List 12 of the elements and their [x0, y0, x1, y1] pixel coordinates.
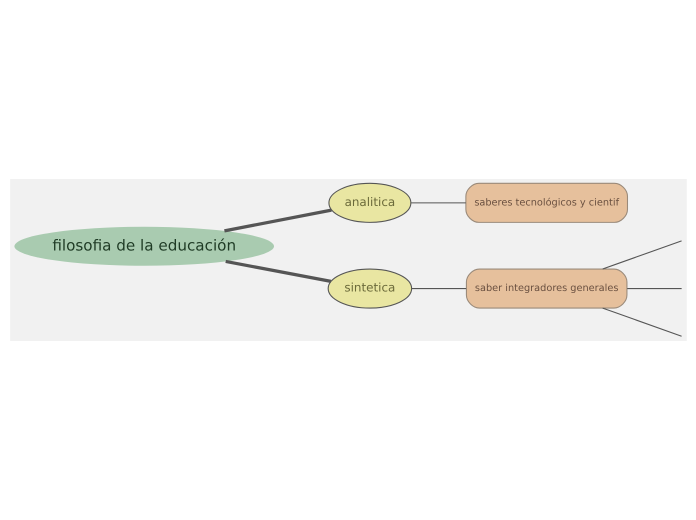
- connector: [410, 202, 466, 204]
- connector: [602, 240, 682, 270]
- node-box: saber integradores generales: [465, 268, 627, 309]
- connector: [411, 288, 466, 290]
- connector: [224, 208, 332, 232]
- node-box: saberes tecnológicos y cientif: [464, 182, 628, 223]
- node-ellipse: filosofia de la educación: [14, 226, 274, 266]
- node-ellipse: sintetica: [327, 268, 412, 309]
- connector: [626, 288, 682, 290]
- connector: [224, 260, 331, 283]
- node-ellipse: analitica: [328, 182, 411, 223]
- connector: [602, 308, 682, 337]
